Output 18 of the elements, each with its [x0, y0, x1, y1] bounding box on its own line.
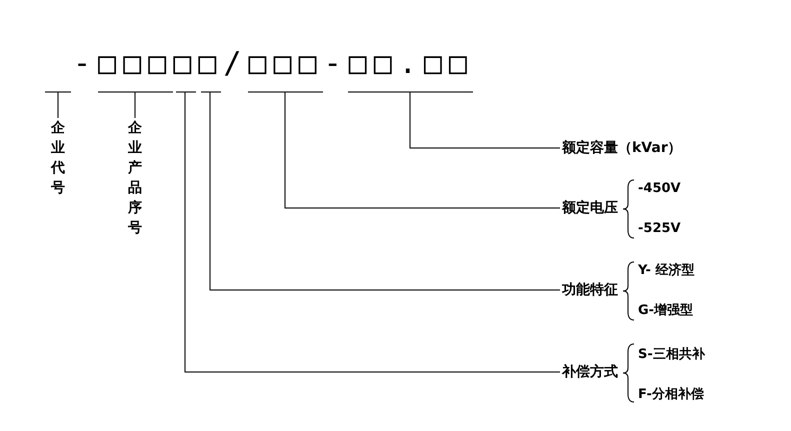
leader-line [410, 92, 560, 148]
option-text: F-分相补偿 [638, 386, 704, 403]
leader-line [184, 92, 560, 372]
option-text: S-三相共补 [638, 346, 705, 363]
leader-line [284, 92, 560, 208]
leader-label: 补偿方式 [562, 363, 618, 381]
leader-label: 功能特征 [562, 281, 618, 299]
leader-line [134, 92, 136, 118]
leader-label: 企业代号 [50, 118, 66, 198]
leader-line [210, 92, 560, 290]
leader-label: 额定容量（kVar） [562, 139, 682, 157]
leader-label: 企业产品序号 [127, 118, 143, 238]
option-text: -450V [638, 181, 681, 196]
option-text: -525V [638, 221, 681, 236]
option-text: G-增强型 [638, 302, 694, 319]
option-text: Y- 经济型 [638, 262, 694, 279]
model-code: -□□□□□/□□□-□□.□□ [40, 45, 474, 92]
leader-label: 额定电压 [562, 199, 618, 217]
